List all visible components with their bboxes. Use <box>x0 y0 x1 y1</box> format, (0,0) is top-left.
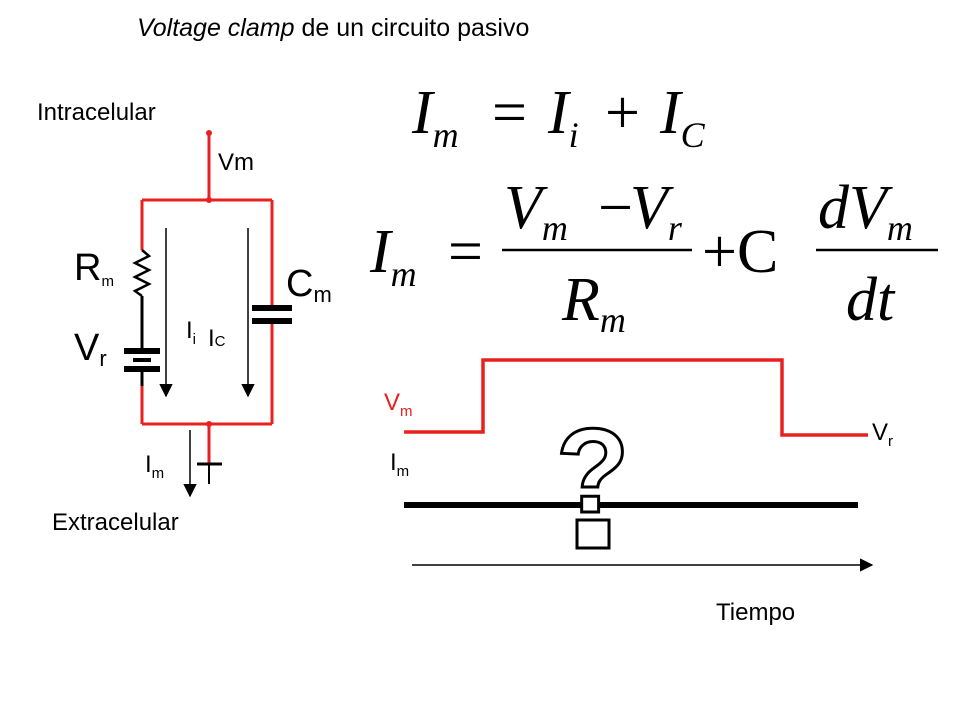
im-trace-label: Im <box>390 449 409 480</box>
eq1-term-i: Ii <box>547 79 579 155</box>
title-italic: Voltage clamp <box>137 14 295 42</box>
question-mark-glyph: ? <box>556 404 629 538</box>
ic-label: IC <box>208 325 226 352</box>
eq1-lhs: Im <box>411 79 459 155</box>
battery-plate-2 <box>133 358 151 362</box>
battery-plate-1 <box>124 348 160 354</box>
eq2-derivative-denominator: dt <box>846 266 896 334</box>
cm-label: Cm <box>286 263 332 307</box>
eq2-denominator-rm: Rm <box>561 266 626 340</box>
battery-plate-3 <box>124 366 160 372</box>
waveform-panel: Vm Vr Im ? Tiempo <box>384 358 893 626</box>
eq2-minus: − <box>598 174 633 242</box>
capacitor-plate-bottom <box>252 318 292 324</box>
ii-label: Ii <box>186 317 196 348</box>
question-mark-dot <box>575 518 611 550</box>
vm-node-label: Vm <box>218 149 254 176</box>
title-rest: de un circuito pasivo <box>295 14 530 42</box>
circuit: Intracelular Extracelular Vm Rm Vr Cm Ii <box>37 99 332 536</box>
vm-trace-label: Vm <box>384 389 413 420</box>
im-circuit-label: Im <box>145 451 164 482</box>
equation-current-sum: Im = Ii + IC <box>411 79 706 155</box>
eq1-plus: + <box>605 79 640 147</box>
capacitor-plate-top <box>252 305 292 311</box>
eq2-numerator-vm: Vm <box>504 174 568 248</box>
equation-current-expansion: Im = Vm − Vr Rm +C dVm dt <box>369 174 938 340</box>
top-terminal-dot <box>206 130 212 136</box>
time-axis-label: Tiempo <box>716 599 795 626</box>
extracelular-label: Extracelular <box>52 509 179 536</box>
resistor-symbol <box>132 249 152 298</box>
vr-trace-label: Vr <box>872 419 893 450</box>
intracelular-label: Intracelular <box>37 99 156 126</box>
figure-title: Voltage clamp de un circuito pasivo <box>137 14 529 42</box>
eq2-equals: = <box>448 218 483 286</box>
rm-label: Rm <box>74 247 114 290</box>
eq2-plus-c: +C <box>702 218 778 286</box>
vr-label: Vr <box>74 327 107 371</box>
eq1-equals: = <box>492 79 527 147</box>
eq2-derivative-numerator: dVm <box>818 174 913 248</box>
eq2-numerator-vr: Vr <box>630 174 683 248</box>
eq1-term-c: IC <box>659 79 706 155</box>
vm-pulse-trace <box>404 358 868 437</box>
eq2-lhs: Im <box>369 218 417 294</box>
